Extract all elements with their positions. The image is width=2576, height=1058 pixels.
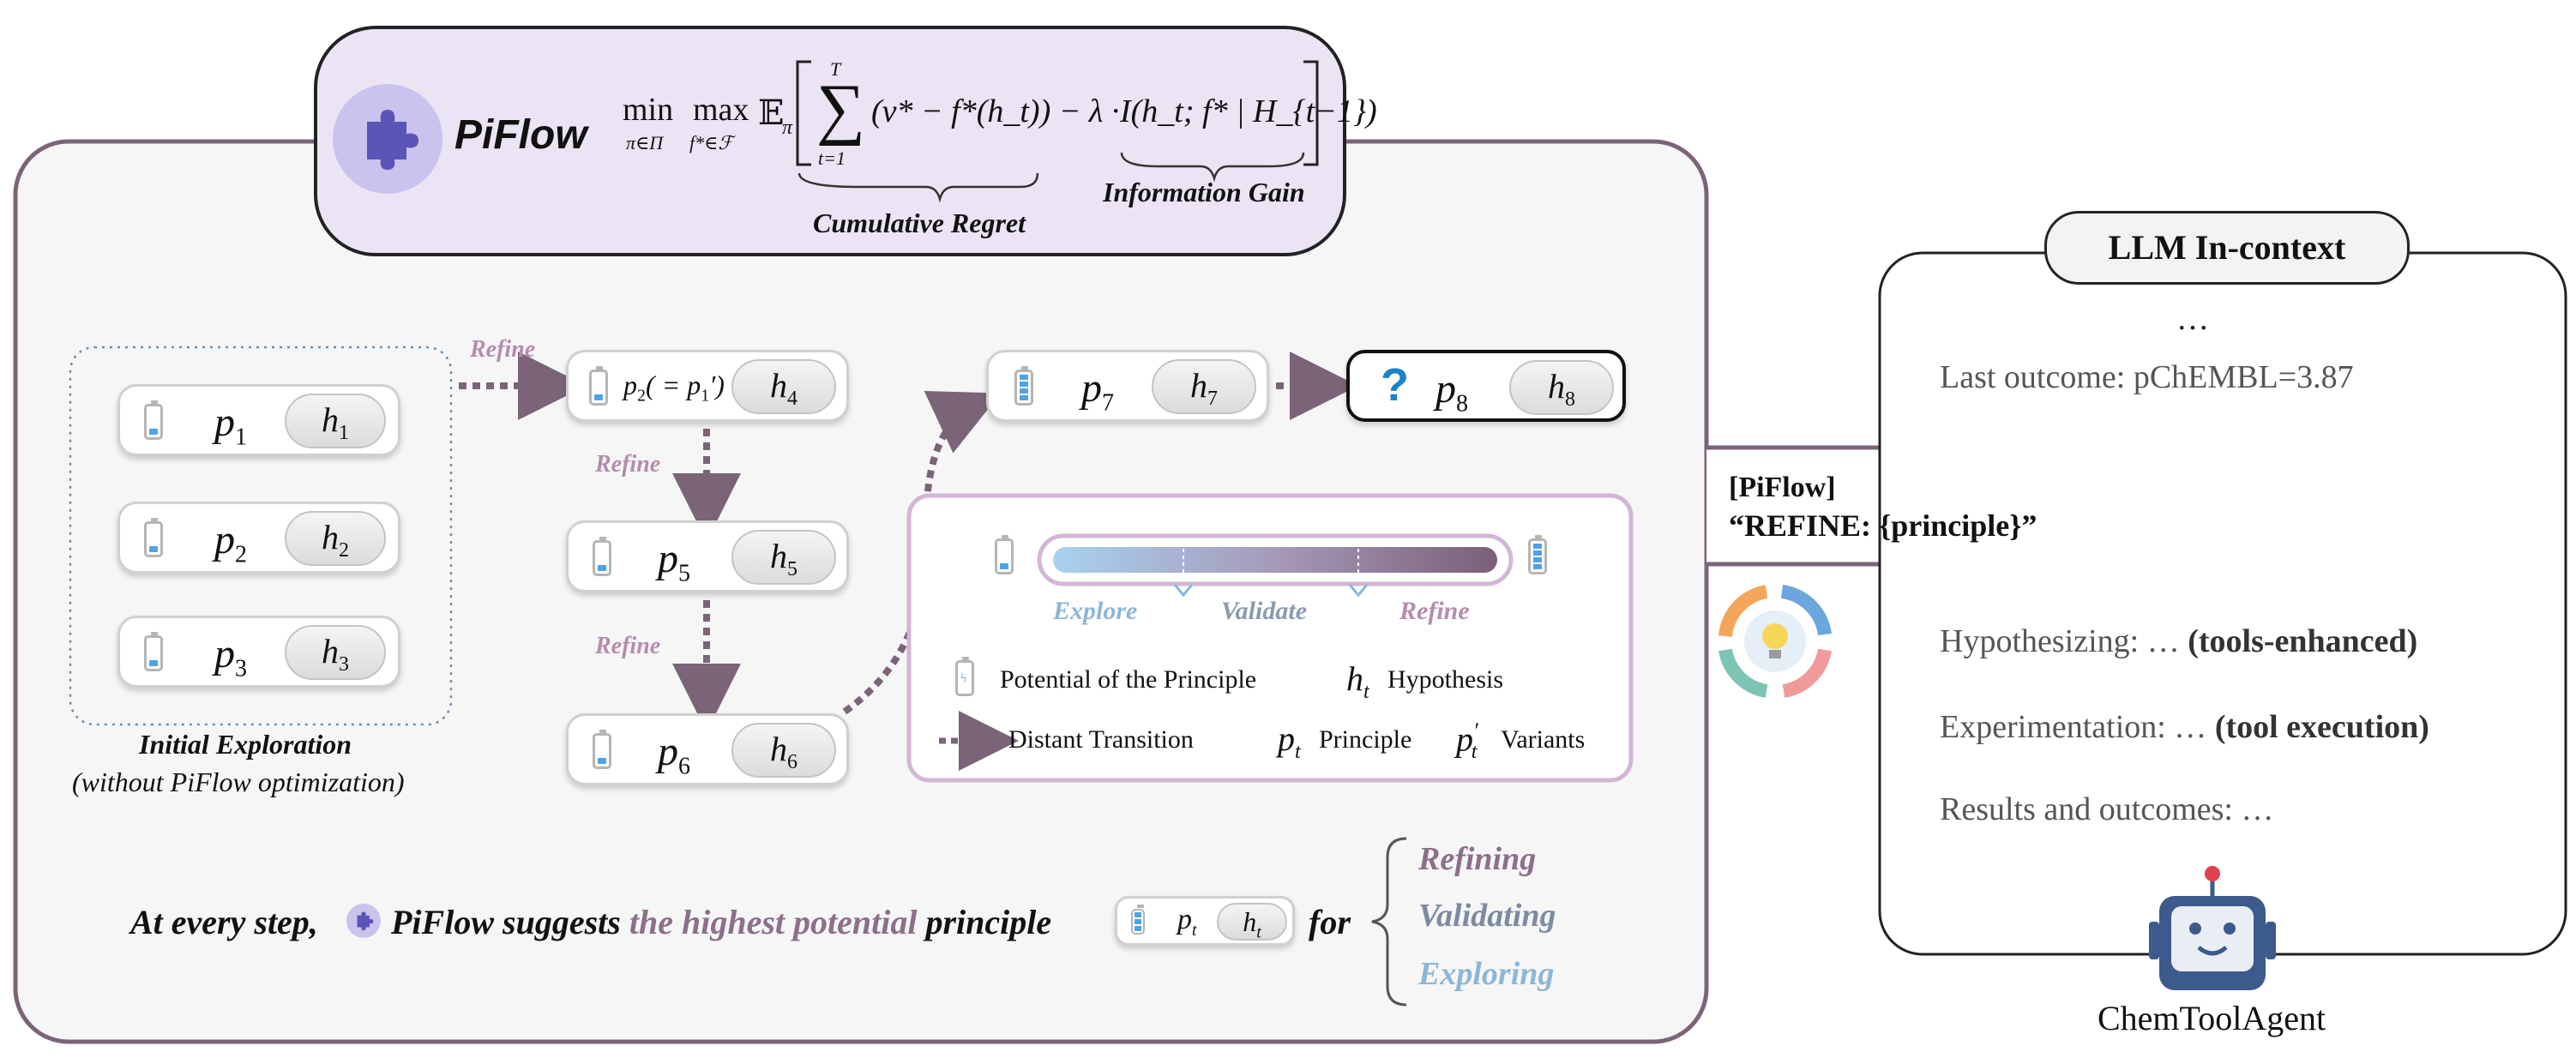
legend-variants: Variants [1501,725,1586,754]
node-p8: ? p8 h8 [1346,350,1626,422]
information-gain-label: Information Gain [1103,177,1305,207]
legend-pv-symbol: p′t [1456,718,1478,764]
node-p6: p6 h6 [566,713,849,785]
bottom-highlight: the highest potential [629,903,918,941]
legend-h-symbol: ht [1346,659,1369,703]
initial-exploration-label: Initial Exploration [139,729,352,760]
battery-icon [995,535,1014,574]
llm-experimentation: Experimentation: … (tool execution) [1940,709,2429,745]
node-p5: p5 h5 [566,520,849,592]
refine-label-3: Refine [595,633,661,659]
llm-results: Results and outcomes: … [1940,791,2274,827]
legend-p-symbol: pt [1278,719,1301,763]
bottom-principle: principle [925,903,1052,941]
node-p2: p2 h2 [117,502,400,574]
question-icon: ? [1381,359,1409,411]
bottom-for: for [1309,903,1351,941]
battery-icon [144,518,163,557]
mode-exploring: Exploring [1418,956,1555,992]
legend-hypothesis: Hypothesis [1387,665,1503,694]
potential-gradient-bar [1053,547,1497,573]
puzzle-icon [333,84,442,194]
legend-principle: Principle [1319,725,1412,754]
header-capsule [314,26,1346,256]
bottom-suggests: suggests [503,903,621,941]
llm-last-outcome: Last outcome: pChEMBL=3.87 [1940,359,2354,395]
bottom-sentence: At every step, [130,903,318,941]
llm-ellipsis: … [2176,301,2209,337]
battery-icon: ϟ [955,657,974,696]
agent-label: ChemToolAgent [2098,999,2326,1037]
node-p1: p1 h1 [117,384,400,456]
llm-title: LLM In-context [2044,211,2410,285]
battery-icon [593,537,611,576]
legend-explore: Explore [1053,597,1138,625]
battery-icon [1014,366,1033,406]
refine-label-1: Refine [470,336,536,363]
refine-label-2: Refine [595,451,661,478]
formula: min max π∈Π f*∈ℱ 𝔼 π T ∑ t=1 (v* − f*(h_… [623,58,1377,169]
battery-icon [144,632,163,671]
piflow-title: PiFlow [454,112,587,158]
legend-refine: Refine [1399,597,1470,625]
puzzle-icon [346,904,381,938]
robot-icon [2149,866,2276,990]
mode-refining: Refining [1418,841,1537,877]
node-p3: p3 h3 [117,616,400,688]
bottom-piflow: PiFlow [391,903,495,941]
cycle-bulb-icon [1718,585,1832,698]
legend-distant: Distant Transition [1008,725,1194,754]
legend-potential: Potential of the Principle [1000,665,1257,694]
mode-validating: Validating [1418,898,1556,934]
node-p4: p2( = p1′) h4 [566,350,849,422]
initial-exploration-sublabel: (without PiFlow optimization) [72,766,405,797]
battery-icon [1528,535,1547,574]
battery-icon [593,730,611,769]
cumulative-regret-label: Cumulative Regret [813,207,1026,238]
mini-node: pt ht [1115,896,1295,946]
battery-icon [144,400,163,440]
llm-hypothesizing: Hypothesizing: … (tools-enhanced) [1940,623,2418,659]
initial-exploration-box [69,346,453,726]
legend-validate: Validate [1221,597,1308,625]
battery-icon [1131,905,1145,935]
arrow-line1: [PiFlow] [1729,472,1836,503]
arrow-line2: “REFINE: {principle}” [1729,508,2037,543]
battery-icon [589,366,608,406]
node-p7: p7 h7 [986,350,1269,422]
